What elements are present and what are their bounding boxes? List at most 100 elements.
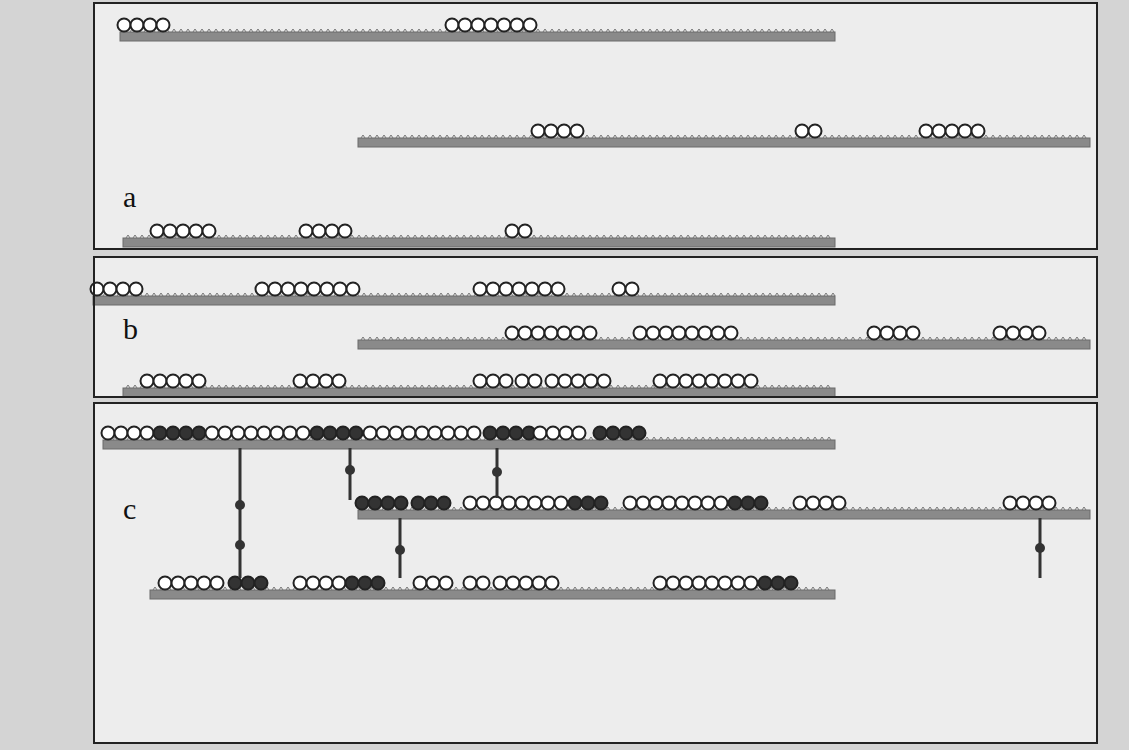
- drug-circle: [545, 125, 558, 138]
- drug-circle: [654, 375, 667, 388]
- drug-circle: [519, 225, 532, 238]
- drug-circle: [300, 225, 313, 238]
- drug-circle: [311, 427, 324, 440]
- drug-circle: [337, 427, 350, 440]
- drug-circle: [959, 125, 972, 138]
- drug-circle: [128, 427, 141, 440]
- drug-circle: [347, 283, 360, 296]
- drug-circle: [529, 375, 542, 388]
- drug-circle: [500, 283, 513, 296]
- drug-circle: [907, 327, 920, 340]
- drug-circle: [464, 497, 477, 510]
- drug-circle: [198, 577, 211, 590]
- panel-ground: [93, 402, 1098, 744]
- drug-circle: [177, 225, 190, 238]
- drug-circle: [667, 375, 680, 388]
- drug-circle: [151, 225, 164, 238]
- drug-circle: [582, 497, 595, 510]
- drug-circle: [115, 427, 128, 440]
- drug-circle: [545, 327, 558, 340]
- drug-circle: [372, 577, 385, 590]
- drug-circle: [211, 577, 224, 590]
- drug-circle: [364, 427, 377, 440]
- drug-circle: [745, 577, 758, 590]
- drug-circle: [1020, 327, 1033, 340]
- drug-circle: [1043, 497, 1056, 510]
- drug-circle: [519, 327, 532, 340]
- drug-circle: [626, 283, 639, 296]
- dna-strand: [118, 19, 836, 42]
- drug-circle: [438, 497, 451, 510]
- drug-circle: [403, 427, 416, 440]
- drug-circle: [307, 577, 320, 590]
- drug-circle: [745, 375, 758, 388]
- drug-circle: [933, 125, 946, 138]
- drug-circle: [390, 427, 403, 440]
- drug-circle: [455, 427, 468, 440]
- drug-circle: [613, 283, 626, 296]
- drug-circle: [546, 375, 559, 388]
- drug-circle: [350, 427, 363, 440]
- drug-circle: [620, 427, 633, 440]
- drug-circle: [742, 497, 755, 510]
- drug-circle: [320, 577, 333, 590]
- drug-circle: [833, 497, 846, 510]
- drug-circle: [412, 497, 425, 510]
- drug-circle: [881, 327, 894, 340]
- drug-circle: [164, 225, 177, 238]
- drug-circle: [594, 427, 607, 440]
- crosslink: [235, 448, 245, 578]
- drug-circle: [702, 497, 715, 510]
- drug-circle: [633, 427, 646, 440]
- drug-circle: [637, 497, 650, 510]
- drug-circle: [503, 497, 516, 510]
- drug-circle: [464, 577, 477, 590]
- drug-circle: [141, 375, 154, 388]
- drug-circle: [487, 375, 500, 388]
- drug-circle: [506, 327, 519, 340]
- drug-circle: [706, 375, 719, 388]
- drug-circle: [529, 497, 542, 510]
- drug-circle: [712, 327, 725, 340]
- drug-circle: [994, 327, 1007, 340]
- drug-circle: [271, 427, 284, 440]
- crosslink: [492, 448, 502, 498]
- drug-circle: [809, 125, 822, 138]
- crosslink: [1035, 518, 1045, 578]
- drug-circle: [339, 225, 352, 238]
- drug-circle: [686, 327, 699, 340]
- crosslink: [345, 448, 355, 500]
- drug-circle: [667, 577, 680, 590]
- dna-strand: [123, 225, 835, 248]
- drug-circle: [102, 427, 115, 440]
- drug-circle: [206, 427, 219, 440]
- drug-circle: [284, 427, 297, 440]
- drug-circle: [446, 19, 459, 32]
- drug-circle: [725, 327, 738, 340]
- drug-circle: [490, 497, 503, 510]
- drug-circle: [130, 283, 143, 296]
- drug-circle: [321, 283, 334, 296]
- drug-circle: [118, 19, 131, 32]
- drug-circle: [520, 577, 533, 590]
- drug-circle: [229, 577, 242, 590]
- drug-circle: [131, 19, 144, 32]
- drug-circle: [532, 125, 545, 138]
- drug-circle: [719, 375, 732, 388]
- drug-circle: [673, 327, 686, 340]
- drug-circle: [193, 427, 206, 440]
- drug-circle: [693, 577, 706, 590]
- drug-circle: [167, 427, 180, 440]
- drug-circle: [442, 427, 455, 440]
- drug-circle: [693, 375, 706, 388]
- drug-circle: [258, 427, 271, 440]
- drug-circle: [571, 327, 584, 340]
- drug-circle: [180, 427, 193, 440]
- drug-circle: [868, 327, 881, 340]
- drug-circle: [459, 19, 472, 32]
- panel-box: c: [93, 402, 1098, 744]
- drug-circle: [920, 125, 933, 138]
- drug-circle: [395, 497, 408, 510]
